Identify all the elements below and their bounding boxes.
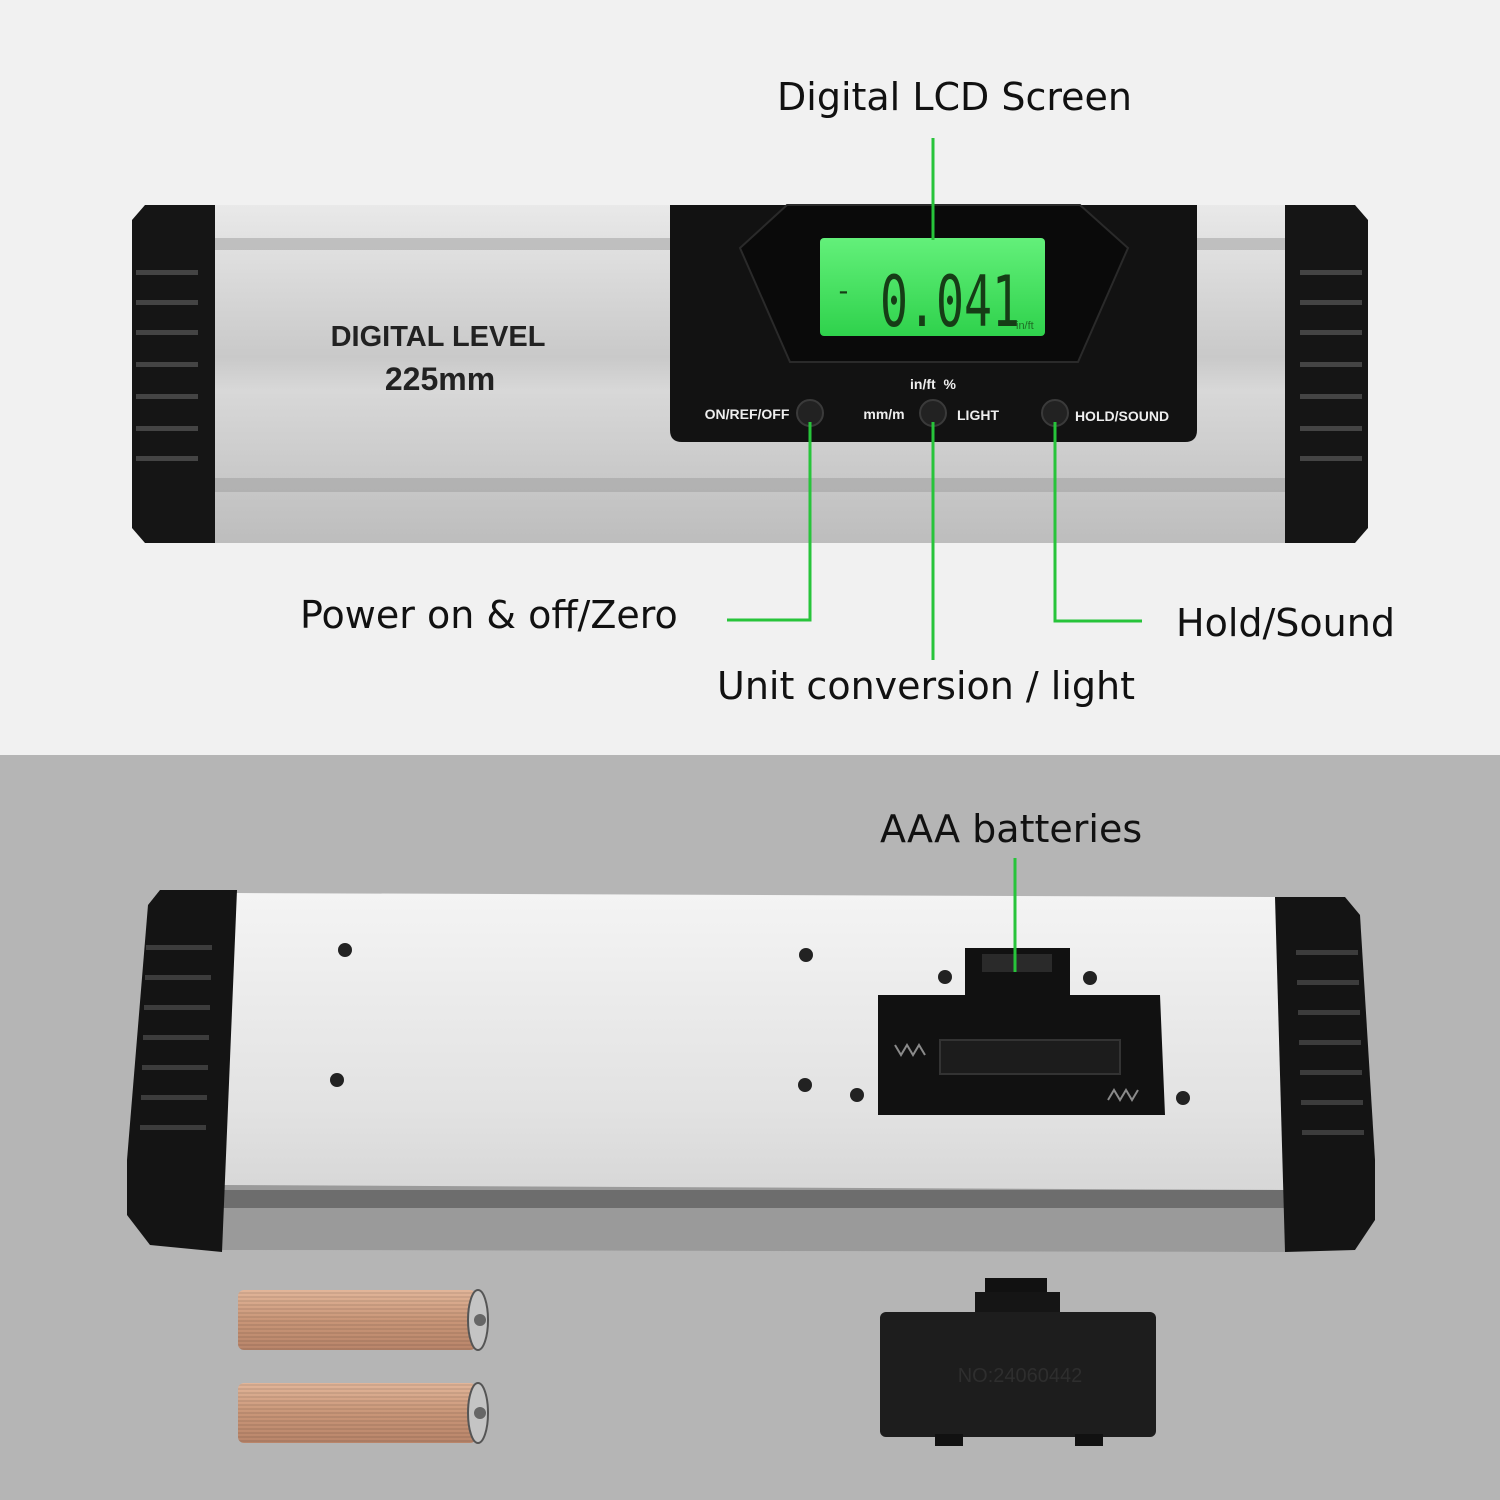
left-end-cap	[132, 205, 215, 543]
right-end-cap	[1285, 205, 1368, 543]
lcd-sign: -	[835, 274, 852, 307]
back-right-cap-ribs	[1296, 950, 1364, 1135]
battery-cover	[880, 1278, 1156, 1446]
device-brand-text: DIGITAL LEVEL	[331, 321, 546, 353]
unit-top-label: in/ft %	[910, 376, 956, 392]
callout-batteries: AAA batteries	[880, 807, 1143, 851]
left-cap-ribs	[136, 270, 198, 461]
callout-line-hold	[1053, 422, 1142, 623]
back-left-end-cap	[127, 890, 237, 1252]
level-back-view	[127, 890, 1375, 1252]
right-cap-ribs	[1300, 270, 1362, 461]
callout-hold-sound: Hold/Sound	[1176, 601, 1395, 645]
hold-sound-label: HOLD/SOUND	[1075, 408, 1169, 424]
callout-lines	[727, 138, 1142, 972]
battery-springs	[894, 1043, 1139, 1102]
light-label: LIGHT	[957, 407, 999, 423]
screws	[330, 943, 1190, 1105]
callout-unit-light: Unit conversion / light	[717, 664, 1136, 708]
lcd-value: 0.041	[880, 261, 1020, 343]
lcd-screen	[820, 238, 1045, 336]
groove-bottom	[205, 478, 1295, 492]
back-body-groove	[222, 1190, 1285, 1208]
callout-line-power	[727, 422, 812, 622]
unit-bottom-label: mm/m	[863, 406, 904, 422]
aaa-battery-1	[238, 1289, 489, 1351]
level-front-view	[132, 204, 1368, 543]
aaa-battery-2	[238, 1382, 489, 1444]
back-left-cap-ribs	[140, 945, 212, 1130]
callout-lcd-screen: Digital LCD Screen	[777, 75, 1133, 119]
lcd-unit: in/ft	[1016, 320, 1034, 332]
callout-power: Power on & off/Zero	[300, 593, 678, 637]
on-ref-off-label: ON/REF/OFF	[705, 406, 790, 422]
compartment-latch	[982, 954, 1052, 972]
battery-slot	[939, 1039, 1121, 1075]
device-size-text: 225mm	[385, 361, 495, 397]
battery-cover-serial: NO:24060442	[958, 1365, 1083, 1387]
